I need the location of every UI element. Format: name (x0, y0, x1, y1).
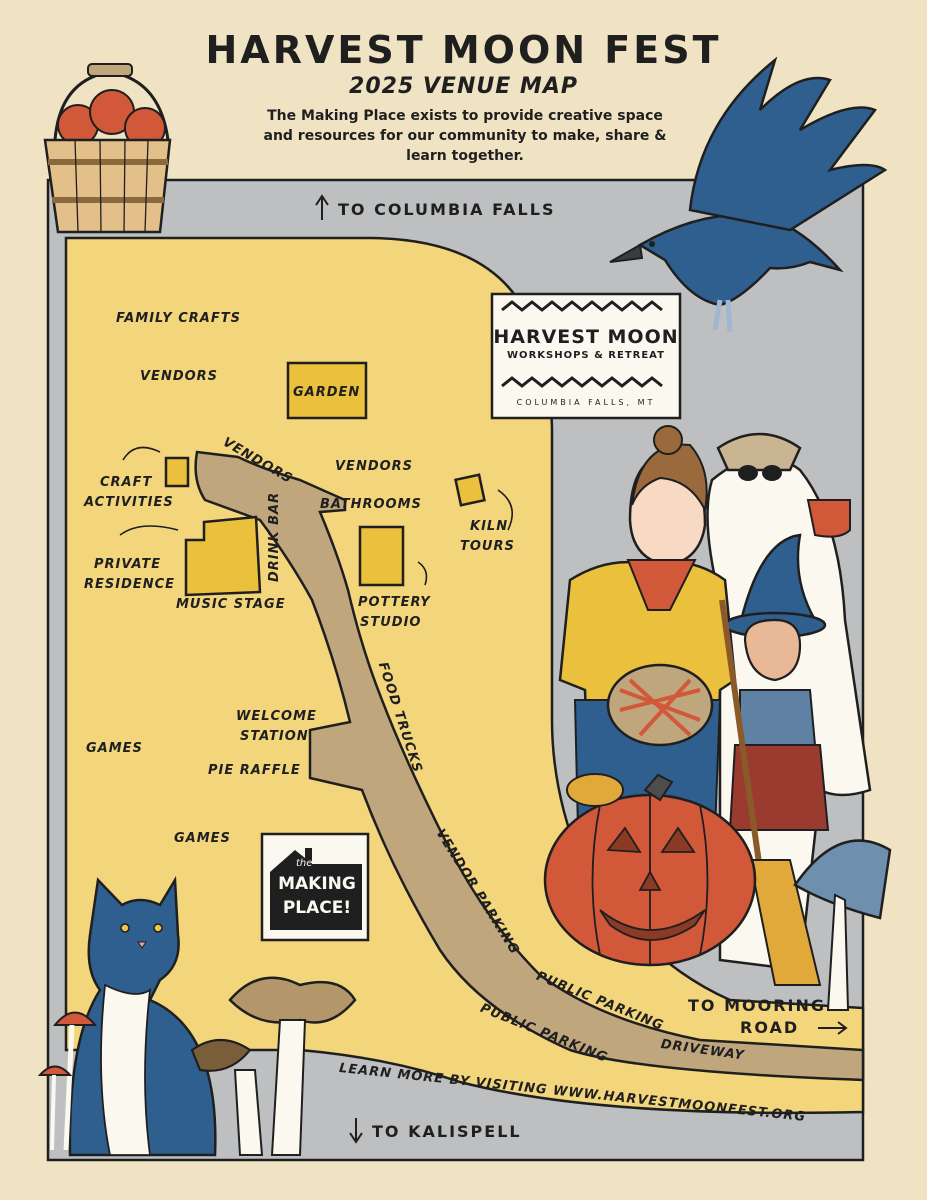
harvest-moon-logo-subtitle: WORKSHOPS & RETREAT (507, 350, 665, 361)
music-stage-building (184, 515, 262, 597)
kiln-building (454, 473, 486, 507)
label-private-residence-2: RESIDENCE (84, 577, 176, 592)
page-title: HARVEST MOON FEST (205, 28, 722, 72)
raven-icon (609, 56, 888, 333)
label-kiln-tours-2: TOURS (460, 539, 515, 554)
page-subtitle: 2025 VENUE MAP (349, 74, 578, 99)
label-kiln-tours-1: KILN (470, 519, 509, 534)
label-craft-activities-2: ACTIVITIES (84, 495, 174, 510)
arrow-residence-icon (119, 525, 179, 536)
apple-basket-icon (43, 63, 172, 234)
mission-statement: The Making Place exists to provide creat… (263, 108, 667, 164)
craft-activities-building (164, 456, 190, 488)
garden-building (286, 361, 368, 420)
harvest-moon-logo-title: HARVEST MOON (493, 326, 679, 348)
east-arrow-icon (818, 1021, 848, 1035)
label-music-stage: MUSIC STAGE (176, 597, 286, 612)
label-games-2: GAMES (174, 831, 231, 846)
direction-south: TO KALISPELL (372, 1122, 522, 1141)
north-arrow-icon (315, 194, 329, 220)
making-place-logo-place: PLACE! (282, 898, 352, 918)
label-bathrooms: BATHROOMS (320, 497, 422, 512)
festival-people-illustration (543, 425, 892, 1011)
logo-zigzag-top (501, 300, 663, 312)
label-games-1: GAMES (86, 741, 143, 756)
harvest-moon-logo-location: COLUMBIA FALLS, MT (516, 398, 656, 407)
arrow-kiln-icon (497, 489, 514, 531)
making-place-logo-making: MAKING (278, 874, 356, 894)
driveway-path (194, 450, 865, 1082)
making-place-house-icon (270, 848, 362, 930)
label-welcome-station-1: WELCOME (236, 709, 317, 724)
logo-zigzag-bottom (501, 376, 663, 388)
label-craft-activities-1: CRAFT (100, 475, 153, 490)
label-vendors-1: VENDORS (140, 369, 219, 384)
direction-north: TO COLUMBIA FALLS (338, 200, 556, 219)
direction-east-line1: TO MOORING (688, 996, 827, 1015)
arrow-craft-icon (122, 446, 161, 461)
arrow-pottery-icon (417, 561, 428, 586)
south-arrow-icon (349, 1118, 363, 1144)
label-welcome-station-2: STATION (240, 729, 309, 744)
label-pottery-studio-2: STUDIO (360, 615, 422, 630)
mushrooms-illustration (37, 976, 357, 1156)
direction-east-line2: ROAD (740, 1018, 800, 1037)
label-family-crafts: FAMILY CRAFTS (116, 311, 241, 326)
label-private-residence-1: PRIVATE (94, 557, 162, 572)
pottery-studio-building (358, 525, 405, 587)
label-garden: GARDEN (293, 385, 361, 400)
label-vendors-3: VENDORS (335, 459, 414, 474)
label-pie-raffle: PIE RAFFLE (208, 763, 301, 778)
label-pottery-studio-1: POTTERY (358, 595, 431, 610)
harvest-moon-logo-box (490, 292, 682, 420)
label-drink-bar: DRINK BAR (267, 491, 282, 582)
making-place-logo-the: the (296, 858, 313, 869)
